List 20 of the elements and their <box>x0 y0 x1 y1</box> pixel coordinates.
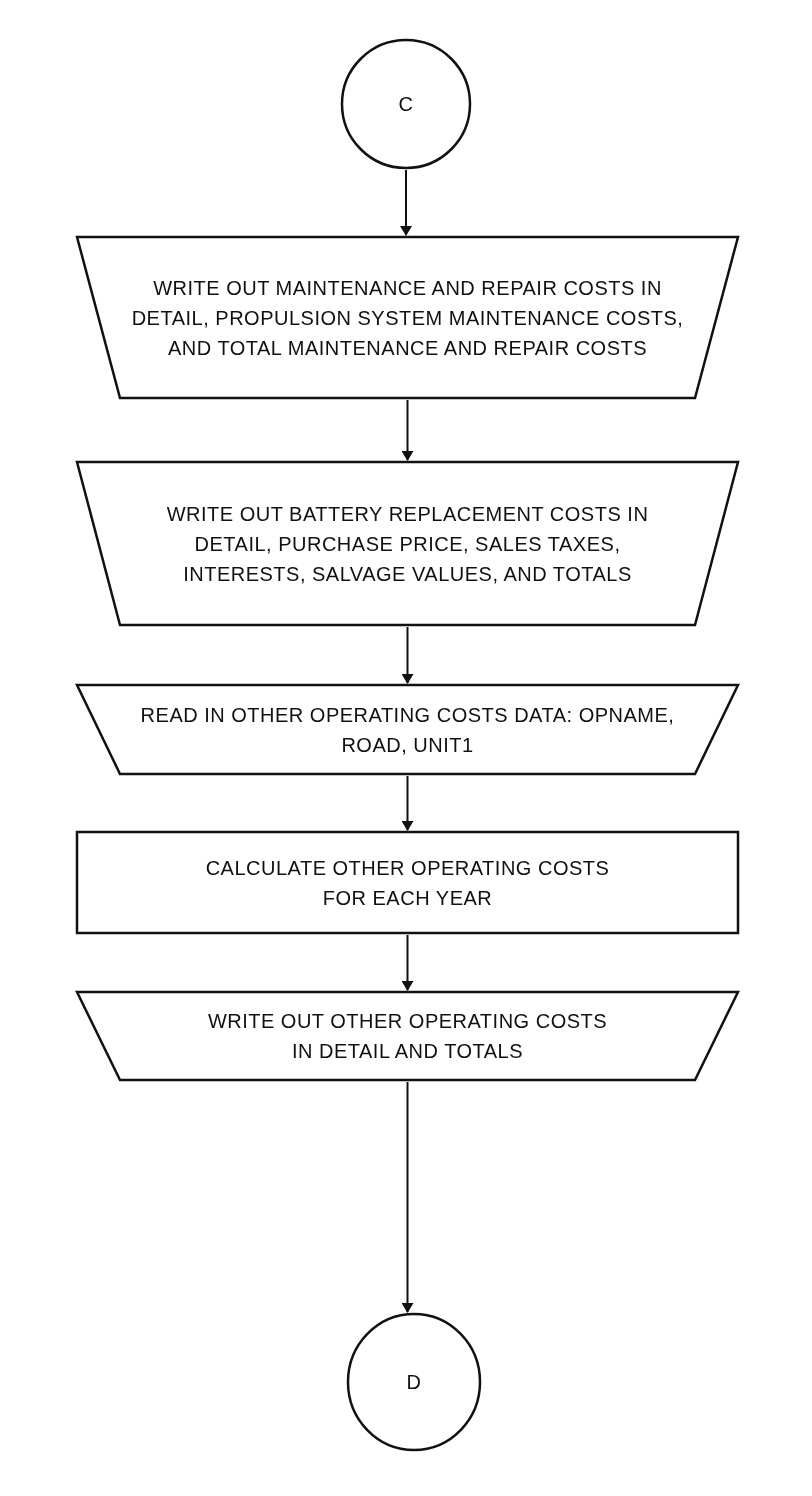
node-text: READ IN OTHER OPERATING COSTS DATA: OPNAME, ROAD, UNIT1 <box>139 702 676 758</box>
arrow <box>401 1081 414 1313</box>
node-text: WRITE OUT MAINTENANCE AND REPAIR COSTS IN DETAIL, PROPULSION SYSTEM MAINTENANCE COSTS, AND TOTAL MAINTENANCE AND REPAIR COSTS <box>130 275 685 361</box>
output-trapezoid <box>75 683 740 776</box>
node-text: WRITE OUT OTHER OPERATING COSTS IN DETAIL AND TOTALS <box>206 1009 609 1064</box>
connector-circle <box>346 1312 482 1452</box>
arrow <box>401 775 414 831</box>
node-text: WRITE OUT BATTERY REPLACEMENT COSTS IN DETAIL, PURCHASE PRICE, SALES TAXES, INTERESTS, SALVAGE VALUES, AND TOTALS <box>165 501 650 587</box>
node-text: CALCULATE OTHER OPERATING COSTS FOR EACH YEAR <box>204 855 611 911</box>
process-box <box>75 830 740 935</box>
output-trapezoid <box>75 990 740 1082</box>
output-trapezoid <box>75 235 740 400</box>
arrow <box>401 934 414 991</box>
arrow <box>400 169 412 236</box>
arrow <box>401 399 414 461</box>
node-text: D <box>406 1370 422 1395</box>
arrow <box>401 626 414 684</box>
output-trapezoid <box>75 460 740 627</box>
node-text: C <box>398 92 414 117</box>
connector-circle <box>340 38 472 170</box>
